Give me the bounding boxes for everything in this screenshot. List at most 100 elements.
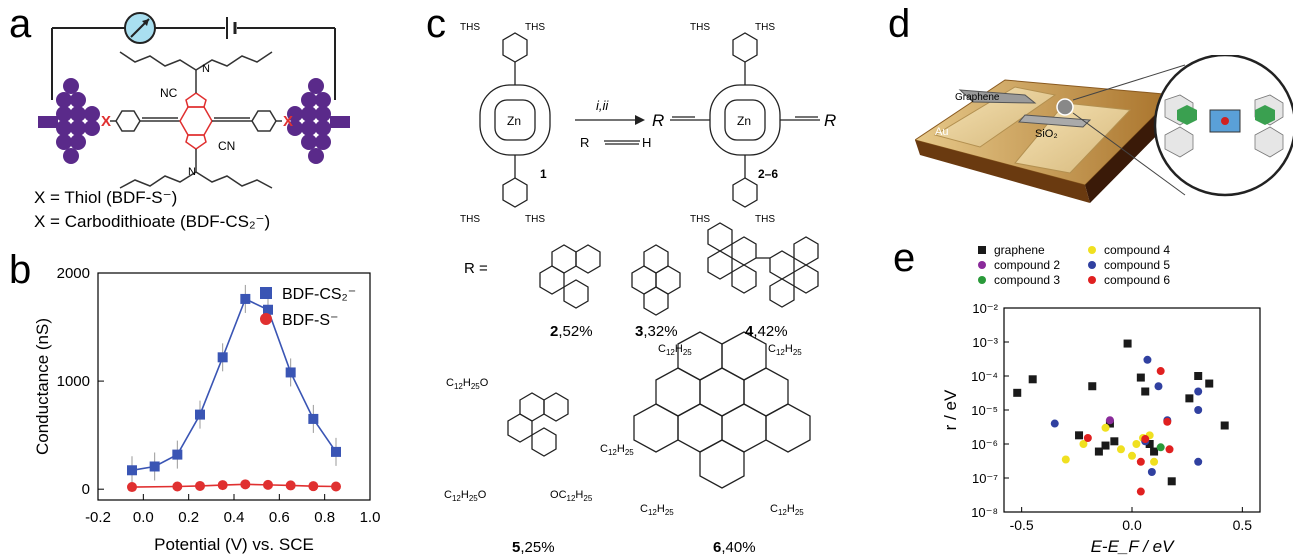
y-tick-label: 10⁻² xyxy=(972,301,998,316)
data-point xyxy=(1101,423,1110,432)
data-point xyxy=(127,482,137,493)
data-point xyxy=(1083,434,1092,443)
data-point xyxy=(172,449,183,460)
svg-text:OC12H25: OC12H25 xyxy=(550,489,593,503)
ths-label: THS xyxy=(525,214,545,225)
data-point xyxy=(1194,387,1203,396)
y-tick-label: 0 xyxy=(82,481,90,498)
au-label: Au xyxy=(935,126,948,138)
right-electrode xyxy=(287,78,350,164)
data-point xyxy=(1013,388,1022,397)
svg-text:C12H25: C12H25 xyxy=(600,443,634,457)
y-tick-label: 1000 xyxy=(57,373,90,390)
data-point xyxy=(1147,468,1156,477)
panel-label-c: c xyxy=(426,2,446,46)
data-point xyxy=(331,481,341,492)
svg-text:C12H25: C12H25 xyxy=(768,343,802,357)
data-point xyxy=(1094,447,1103,456)
legend-marker xyxy=(978,246,986,254)
data-point xyxy=(195,480,205,491)
battery-icon xyxy=(226,17,237,39)
panel-label-b: b xyxy=(9,248,32,292)
legend-label: compound 4 xyxy=(1104,243,1170,257)
ammeter-icon xyxy=(124,12,156,44)
yield-2: 2,52% xyxy=(550,323,593,340)
x-tick-label: 0.4 xyxy=(224,509,245,526)
svg-text:C12H25: C12H25 xyxy=(770,503,804,517)
panel-label-d: d xyxy=(888,2,911,46)
r-left-label: R xyxy=(652,111,664,130)
yield-3: 3,32% xyxy=(635,323,678,340)
data-point xyxy=(1167,477,1176,486)
series-line xyxy=(131,297,337,472)
data-point xyxy=(1075,431,1084,440)
data-point xyxy=(1061,455,1070,464)
legend-marker xyxy=(1088,276,1096,284)
data-point xyxy=(1163,417,1172,426)
data-point xyxy=(1150,447,1159,456)
legend-label: BDF-S⁻ xyxy=(282,312,338,329)
bdf-molecule xyxy=(110,51,282,189)
data-point xyxy=(285,367,296,378)
data-point xyxy=(1136,373,1145,382)
data-point xyxy=(1220,421,1229,430)
data-point xyxy=(172,481,183,492)
legend-marker xyxy=(1088,246,1096,254)
x-tick-label: 0.8 xyxy=(314,509,335,526)
y-tick-label: 10⁻⁵ xyxy=(971,403,998,418)
data-point xyxy=(263,304,273,315)
ths-label: THS xyxy=(755,22,775,33)
data-point xyxy=(1136,457,1145,466)
data-point xyxy=(308,413,319,424)
nc-label: NC xyxy=(160,86,178,100)
porphyrin-synthesis-scheme: Zn Zn THS THS THS THS THS THS THS THS i,… xyxy=(444,22,836,556)
data-point xyxy=(195,409,205,420)
x-tick-label: 1.0 xyxy=(360,509,381,526)
r-right-label: R xyxy=(824,111,836,130)
data-point xyxy=(240,479,251,490)
y-tick-label: 10⁻⁶ xyxy=(971,437,998,452)
molecular-junction-diagram: N N NC CN X X xyxy=(38,12,350,189)
data-point xyxy=(1105,416,1114,425)
reagent-label: i,ii xyxy=(596,98,609,113)
plot-frame xyxy=(1003,307,1261,513)
data-point xyxy=(1079,440,1088,448)
data-point xyxy=(285,480,296,491)
x-tick-label: -0.5 xyxy=(1010,517,1034,533)
compound-1-label: 1 xyxy=(540,167,547,181)
data-point xyxy=(1128,451,1136,460)
data-point xyxy=(1101,441,1110,450)
data-point xyxy=(1028,375,1037,384)
data-point xyxy=(127,465,137,476)
data-point xyxy=(1110,437,1119,446)
compound-2-6-label: 2–6 xyxy=(758,167,778,181)
y-tick-label: 10⁻⁸ xyxy=(971,505,998,520)
yield-4: 4,42% xyxy=(745,323,788,340)
data-point xyxy=(240,293,251,304)
y-tick-label: 10⁻³ xyxy=(972,335,998,350)
data-point xyxy=(1194,457,1203,466)
yield-6: 6,40% xyxy=(713,539,756,556)
legend-marker xyxy=(978,261,986,269)
legend-marker xyxy=(260,313,272,325)
legend-label: compound 6 xyxy=(1104,273,1170,287)
data-point xyxy=(1123,339,1132,348)
x-left-label: X xyxy=(101,113,111,130)
x-tick-label: 0.0 xyxy=(1122,517,1142,533)
ths-label: THS xyxy=(690,22,710,33)
data-point xyxy=(1116,445,1125,454)
legend-label: compound 2 xyxy=(994,258,1060,272)
svg-text:Zn: Zn xyxy=(737,114,751,128)
ths-label: THS xyxy=(525,22,545,33)
legend-marker xyxy=(978,276,986,284)
data-point xyxy=(1141,387,1150,396)
svg-text:Zn: Zn xyxy=(507,114,521,128)
legend-label: compound 3 xyxy=(994,273,1060,287)
carbodithioate-definition: X = Carbodithioate (BDF-CS₂⁻) xyxy=(34,212,271,231)
x-axis-label: Potential (V) vs. SCE xyxy=(154,535,314,554)
svg-text:C12H25: C12H25 xyxy=(658,343,692,357)
ths-label: THS xyxy=(690,214,710,225)
data-point xyxy=(308,481,319,492)
data-point xyxy=(1205,379,1214,388)
